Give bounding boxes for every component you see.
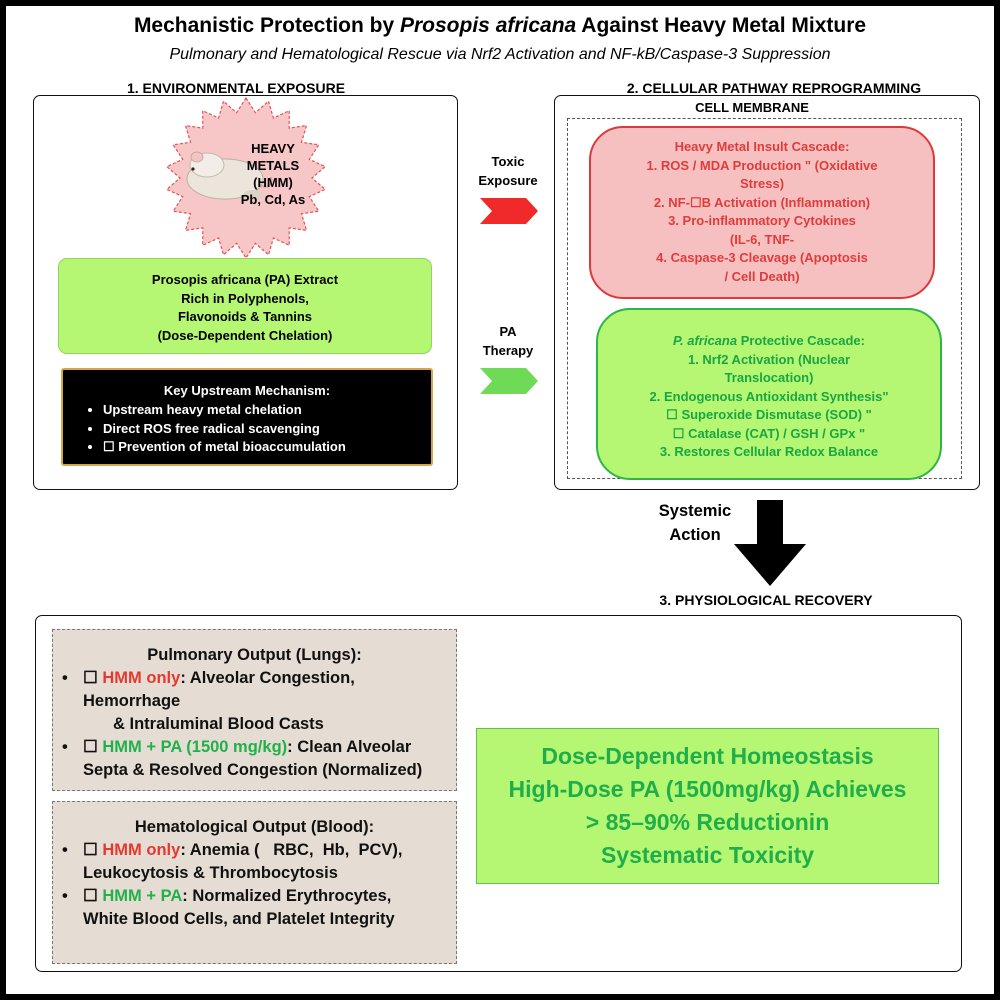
result-line: High-Dose PA (1500mg/kg) Achieves xyxy=(508,776,907,802)
down-arrow-shape xyxy=(734,500,806,586)
pa-arrow-icon xyxy=(480,368,538,394)
toxic-arrow-shape xyxy=(480,198,538,224)
burst-svg xyxy=(165,96,327,260)
result-line: > 85–90% Reductionin xyxy=(585,809,830,835)
toxic-arrow-icon xyxy=(480,198,538,224)
hematological-item-hmm: • ☐ HMM only: Anemia ( RBC, Hb, PCV), Le… xyxy=(53,839,456,885)
item-text: Septa & Resolved Congestion (Normalized) xyxy=(83,761,423,779)
insult-line: 2. NF-☐B Activation (Inflammation) xyxy=(653,194,871,210)
bullet-dot: • xyxy=(62,738,68,756)
hematological-output-box: Hematological Output (Blood): • ☐ HMM on… xyxy=(52,801,457,964)
item-mark: ☐ xyxy=(83,841,98,859)
item-text: : Alveolar Congestion, xyxy=(180,669,355,687)
pa-line-1: Prosopis africana (PA) Extract xyxy=(151,272,339,287)
rat-icon xyxy=(186,151,273,200)
protective-line: 1. Nrf2 Activation (Nuclear xyxy=(687,351,851,367)
protective-heading: P. africana Protective Cascade: xyxy=(618,332,920,351)
protective-line: Translocation) xyxy=(724,370,814,385)
title-prefix: Mechanistic Protection by xyxy=(133,14,400,37)
pa-line-3: Flavonoids & Tannins xyxy=(177,309,313,324)
pa-label-line-2: Therapy xyxy=(482,343,534,358)
protective-heading-species: P. africana xyxy=(673,333,738,348)
pa-arrow-shape xyxy=(480,368,538,394)
item-mark: ☐ xyxy=(83,887,98,905)
heavy-metal-burst xyxy=(161,93,331,263)
pulmonary-item-hmm: • ☐ HMM only: Alveolar Congestion, Hemor… xyxy=(53,667,456,736)
cell-membrane-label: CELL MEMBRANE xyxy=(695,100,809,115)
insult-line: 3. Pro-inflammatory Cytokines xyxy=(668,213,856,228)
figure-frame: Mechanistic Protection by Prosopis afric… xyxy=(6,6,994,994)
systemic-label-line-1: Systemic xyxy=(658,502,732,520)
result-line: Systematic Toxicity xyxy=(600,842,815,868)
pa-therapy-label: PA Therapy xyxy=(468,322,548,360)
protective-line: ☐ Catalase (CAT) / GSH / GPx " xyxy=(672,425,866,441)
hmm-pa-label: HMM + PA (1500 mg/kg) xyxy=(102,738,288,756)
pa-line-2: Rich in Polyphenols, xyxy=(181,290,309,306)
item-text: : Normalized Erythrocytes, xyxy=(182,887,392,905)
page-title: Mechanistic Protection by Prosopis afric… xyxy=(6,14,994,38)
item-text: : Clean Alveolar xyxy=(287,738,412,756)
hmm-only-label: HMM only xyxy=(102,669,181,687)
hmm-pa-label: HMM + PA xyxy=(102,887,183,905)
bullet-dot: • xyxy=(62,841,68,859)
protective-cascade-box: P. africana Protective Cascade: 1. Nrf2 … xyxy=(596,308,942,480)
mechanism-list: Upstream heavy metal chelation Direct RO… xyxy=(63,401,431,457)
pa-extract-box: Prosopis africana (PA) Extract Rich in P… xyxy=(58,258,432,354)
hmm-only-label: HMM only xyxy=(102,841,181,859)
insult-line: 4. Caspase-3 Cleavage (Apoptosis xyxy=(656,250,868,265)
section-recovery-label: 3. PHYSIOLOGICAL RECOVERY xyxy=(659,592,873,608)
pulmonary-output-box: Pulmonary Output (Lungs): • ☐ HMM only: … xyxy=(52,629,457,791)
insult-line: Stress) xyxy=(739,176,785,191)
hmm-line-2: METALS xyxy=(246,158,300,173)
systemic-action-label: Systemic Action xyxy=(640,499,750,547)
down-arrow-icon xyxy=(734,500,806,586)
item-mark: ☐ xyxy=(83,669,98,687)
item-text: Leukocytosis & Thrombocytosis xyxy=(83,864,338,882)
mechanism-item: Direct ROS free radical scavenging xyxy=(103,420,431,439)
toxic-label-line-1: Toxic xyxy=(491,154,525,169)
pa-line-4: (Dose-Dependent Chelation) xyxy=(157,327,333,343)
item-mark: ☐ xyxy=(83,738,98,756)
section-pathway-label: 2. CELLULAR PATHWAY REPROGRAMMING xyxy=(626,80,922,96)
protective-line: 3. Restores Cellular Redox Balance xyxy=(659,444,879,459)
insult-heading: Heavy Metal Insult Cascade: xyxy=(674,139,850,154)
pulmonary-item-pa: • ☐ HMM + PA (1500 mg/kg): Clean Alveola… xyxy=(53,736,456,782)
mechanism-item: ☐ Prevention of metal bioaccumulation xyxy=(103,438,431,457)
hmm-line-1: HEAVY xyxy=(251,141,295,156)
mechanism-item: Upstream heavy metal chelation xyxy=(103,401,431,420)
insult-line: 1. ROS / MDA Production " (Oxidative xyxy=(646,157,878,173)
section-exposure-label: 1. ENVIRONMENTAL EXPOSURE xyxy=(126,80,346,96)
hmm-line-3: (HMM) xyxy=(253,175,293,190)
item-text: White Blood Cells, and Platelet Integrit… xyxy=(83,910,395,928)
protective-line: ☐ Superoxide Dismutase (SOD) " xyxy=(666,407,872,422)
title-species: Prosopis africana xyxy=(400,14,577,37)
insult-line: / Cell Death) xyxy=(724,268,800,284)
page-subtitle: Pulmonary and Hematological Rescue via N… xyxy=(169,46,831,63)
heavy-metals-text: HEAVY METALS (HMM) Pb, Cd, As xyxy=(234,140,312,208)
mechanism-heading: Key Upstream Mechanism: xyxy=(163,383,331,398)
protective-heading-rest: Protective Cascade: xyxy=(737,333,865,348)
result-line: Dose-Dependent Homeostasis xyxy=(541,743,874,769)
bullet-dot: • xyxy=(62,669,68,687)
insult-line: (IL-6, TNF- xyxy=(729,231,795,247)
hematological-item-pa: • ☐ HMM + PA: Normalized Erythrocytes, W… xyxy=(53,885,456,931)
item-text: : Anemia ( RBC, Hb, PCV), xyxy=(180,841,403,859)
hematological-heading: Hematological Output (Blood): xyxy=(134,818,375,836)
title-suffix: Against Heavy Metal Mixture xyxy=(576,14,867,37)
upstream-mechanism-box: Key Upstream Mechanism: Upstream heavy m… xyxy=(61,368,433,466)
bullet-dot: • xyxy=(62,887,68,905)
hmm-line-4: Pb, Cd, As xyxy=(240,192,306,207)
toxic-label-line-2: Exposure xyxy=(478,173,538,188)
homeostasis-result-box: Dose-Dependent Homeostasis High-Dose PA … xyxy=(476,728,939,884)
pa-label-line-1: PA xyxy=(499,324,517,339)
item-text: Hemorrhage xyxy=(83,692,181,710)
toxic-exposure-label: Toxic Exposure xyxy=(468,152,548,190)
protective-line: 2. Endogenous Antioxidant Synthesis" xyxy=(649,388,889,404)
insult-cascade-box: Heavy Metal Insult Cascade: 1. ROS / MDA… xyxy=(589,126,935,299)
systemic-label-line-2: Action xyxy=(669,526,721,544)
item-text: & Intraluminal Blood Casts xyxy=(113,715,324,733)
pulmonary-heading: Pulmonary Output (Lungs): xyxy=(147,646,362,664)
